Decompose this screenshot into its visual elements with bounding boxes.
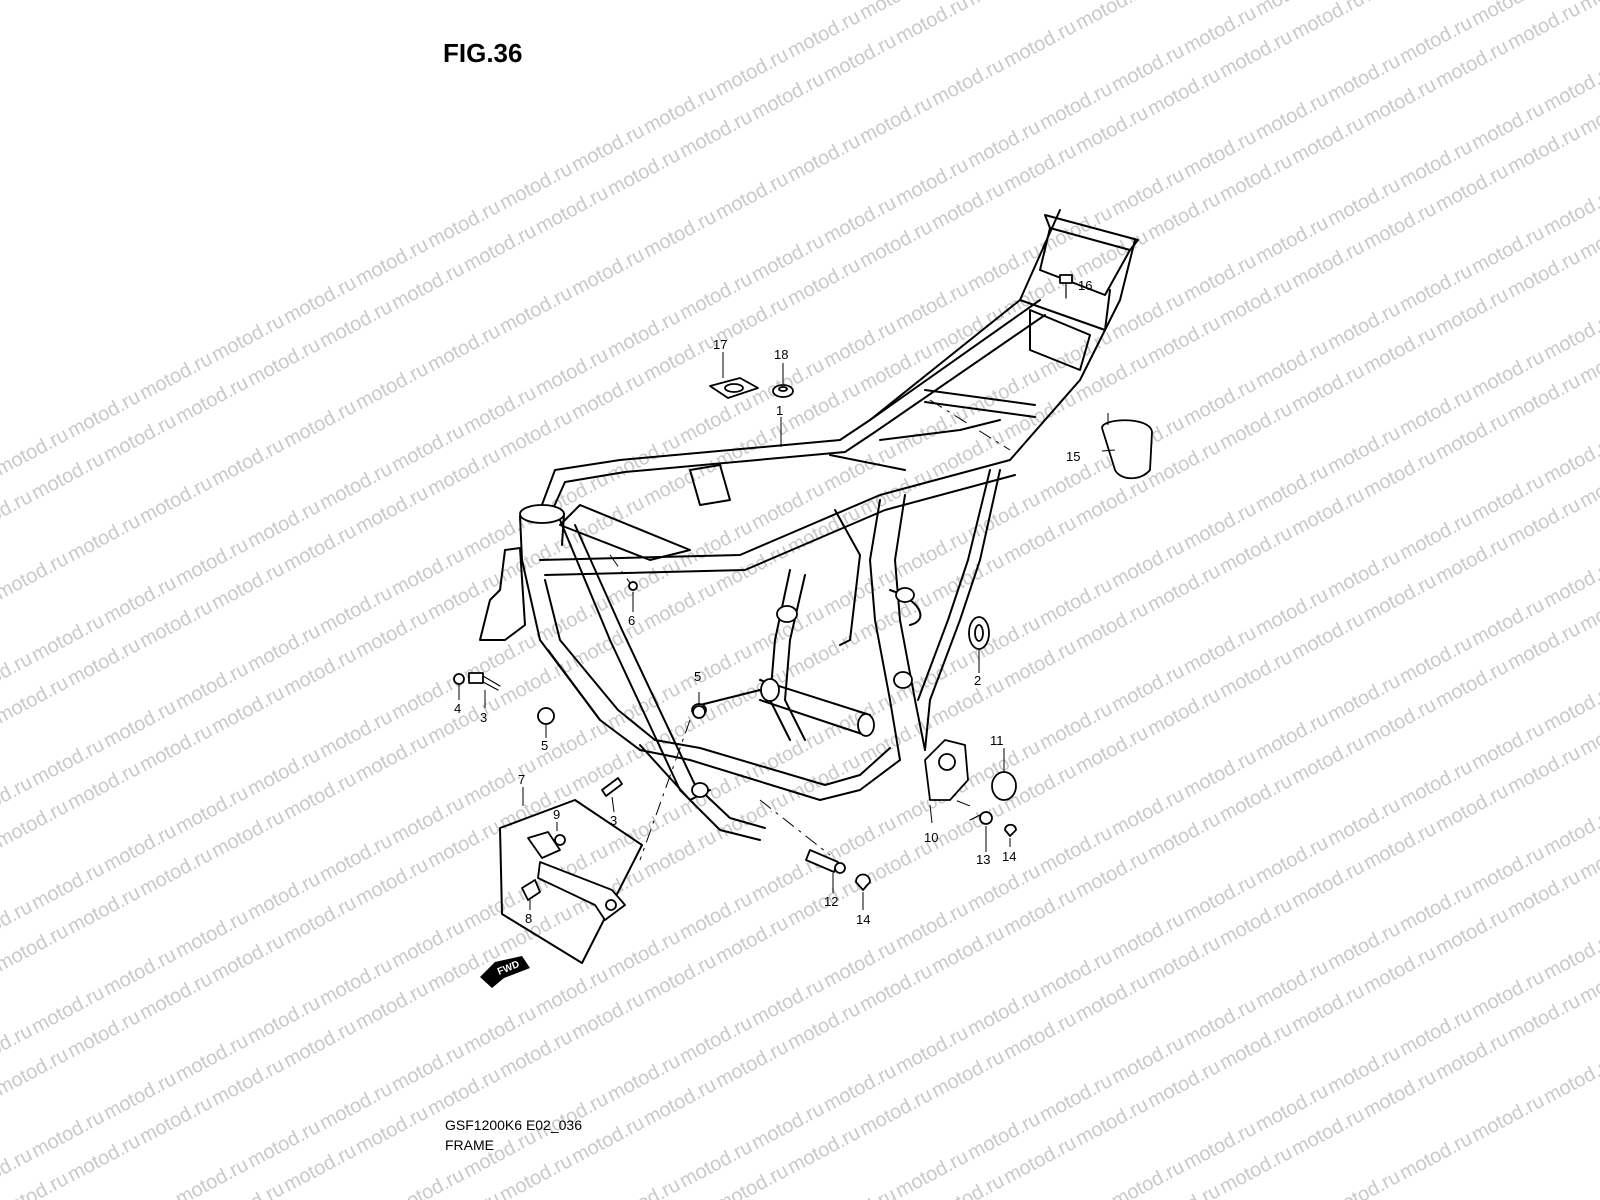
watermark-text: motod.ru <box>1540 1052 1600 1108</box>
watermark-text: motod.ru <box>136 472 216 528</box>
part-17-hole <box>724 383 744 393</box>
callout-14b: 14 <box>1002 849 1016 864</box>
watermark-text: motod.ru <box>1540 928 1600 984</box>
watermark-text: motod.ru <box>1360 0 1440 6</box>
watermark-text: motod.ru <box>892 0 972 48</box>
callout-5b: 5 <box>694 669 701 684</box>
watermark-text: motod.ru <box>604 1174 684 1200</box>
part-4-nut <box>453 673 465 685</box>
watermark-text: motod.ru <box>352 358 432 414</box>
part-12-bolt <box>805 849 846 874</box>
watermark-text: motod.ru <box>1540 680 1600 736</box>
callout-6: 6 <box>628 613 635 628</box>
watermark-text: motod.ru <box>640 206 720 262</box>
figure-name: FRAME <box>445 1137 494 1153</box>
callout-14a: 14 <box>856 912 870 927</box>
callout-9: 9 <box>553 807 560 822</box>
watermark-text: motod.ru <box>1396 1128 1476 1184</box>
figure-code: GSF1200K6 E02_036 <box>445 1117 582 1133</box>
watermark-text: motod.ru <box>568 244 648 300</box>
callouts: 1 2 3 3 4 5 5 6 7 8 9 10 11 12 13 14 14 … <box>454 278 1092 927</box>
watermark-text: motod.ru <box>64 510 144 566</box>
watermark-text: motod.ru <box>1540 556 1600 612</box>
watermark-text: motod.ru <box>1540 432 1600 488</box>
watermark-text: motod.ru <box>1540 60 1600 116</box>
callout-13: 13 <box>976 852 990 867</box>
callout-7: 7 <box>518 772 525 787</box>
watermark-text: motod.ru <box>1108 1156 1188 1200</box>
watermark-text: motod.ru <box>1288 0 1368 44</box>
callout-11: 11 <box>990 733 1004 748</box>
watermark-text: motod.ru <box>928 54 1008 110</box>
part-13-bolt <box>969 811 993 825</box>
watermark-text: motod.ru <box>964 0 1044 10</box>
callout-16: 16 <box>1078 278 1092 293</box>
part-5-nut-center <box>692 705 706 719</box>
watermark-text: motod.ru <box>1540 804 1600 860</box>
part-14-cap-right <box>1004 823 1017 837</box>
watermark-text: motod.ru <box>856 92 936 148</box>
callout-15: 15 <box>1066 449 1080 464</box>
watermark-text: motod.ru <box>208 434 288 490</box>
watermark-text: motod.ru <box>820 1184 900 1200</box>
part-16-bolt <box>1059 274 1073 299</box>
watermark-text: motod.ru <box>172 1154 252 1200</box>
watermark-text: motod.ru <box>0 548 72 604</box>
callout-3a: 3 <box>480 710 487 725</box>
part-14-cap-lower <box>855 873 871 891</box>
fwd-arrow-icon: FWD <box>480 956 530 988</box>
callout-12: 12 <box>824 894 838 909</box>
watermark-text: motod.ru <box>280 396 360 452</box>
callout-4: 4 <box>454 701 461 716</box>
bracket-7-inset <box>499 799 643 964</box>
part-3-bolt-upper <box>468 672 501 691</box>
part-15-cover <box>1101 419 1153 480</box>
watermark-text: motod.ru <box>1468 1090 1548 1146</box>
part-5-nut-left <box>537 707 555 725</box>
watermark-text: motod.ru <box>1072 0 1152 34</box>
callout-17: 17 <box>713 337 727 352</box>
part-11-spacer <box>991 771 1017 801</box>
callout-18: 18 <box>774 347 788 362</box>
watermark-text: motod.ru <box>496 282 576 338</box>
figure-title: FIG.36 <box>443 38 523 68</box>
watermark-text: motod.ru <box>1540 308 1600 364</box>
part-10-hole <box>938 753 956 771</box>
callout-1: 1 <box>776 403 783 418</box>
callout-10: 10 <box>924 830 938 845</box>
watermark-text: motod.ru <box>712 168 792 224</box>
callout-5a: 5 <box>541 738 548 753</box>
callout-8: 8 <box>525 911 532 926</box>
watermark-text: motod.ru <box>1324 1166 1404 1200</box>
part-3-bolt-lower <box>601 777 623 797</box>
watermark-text: motod.ru <box>388 1164 468 1200</box>
callout-3b: 3 <box>610 813 617 828</box>
part-6-plug <box>628 581 638 591</box>
part-2-hole <box>974 624 984 642</box>
callout-2: 2 <box>974 673 981 688</box>
watermark-text: motod.ru <box>0 486 36 542</box>
watermark-text: motod.ru <box>1000 16 1080 72</box>
watermark-text: motod.ru <box>1540 184 1600 240</box>
watermark-text: motod.ru <box>424 320 504 376</box>
watermark-text: motod.ru <box>784 130 864 186</box>
part-18-hole <box>778 386 788 392</box>
leader-lines <box>458 352 1116 910</box>
